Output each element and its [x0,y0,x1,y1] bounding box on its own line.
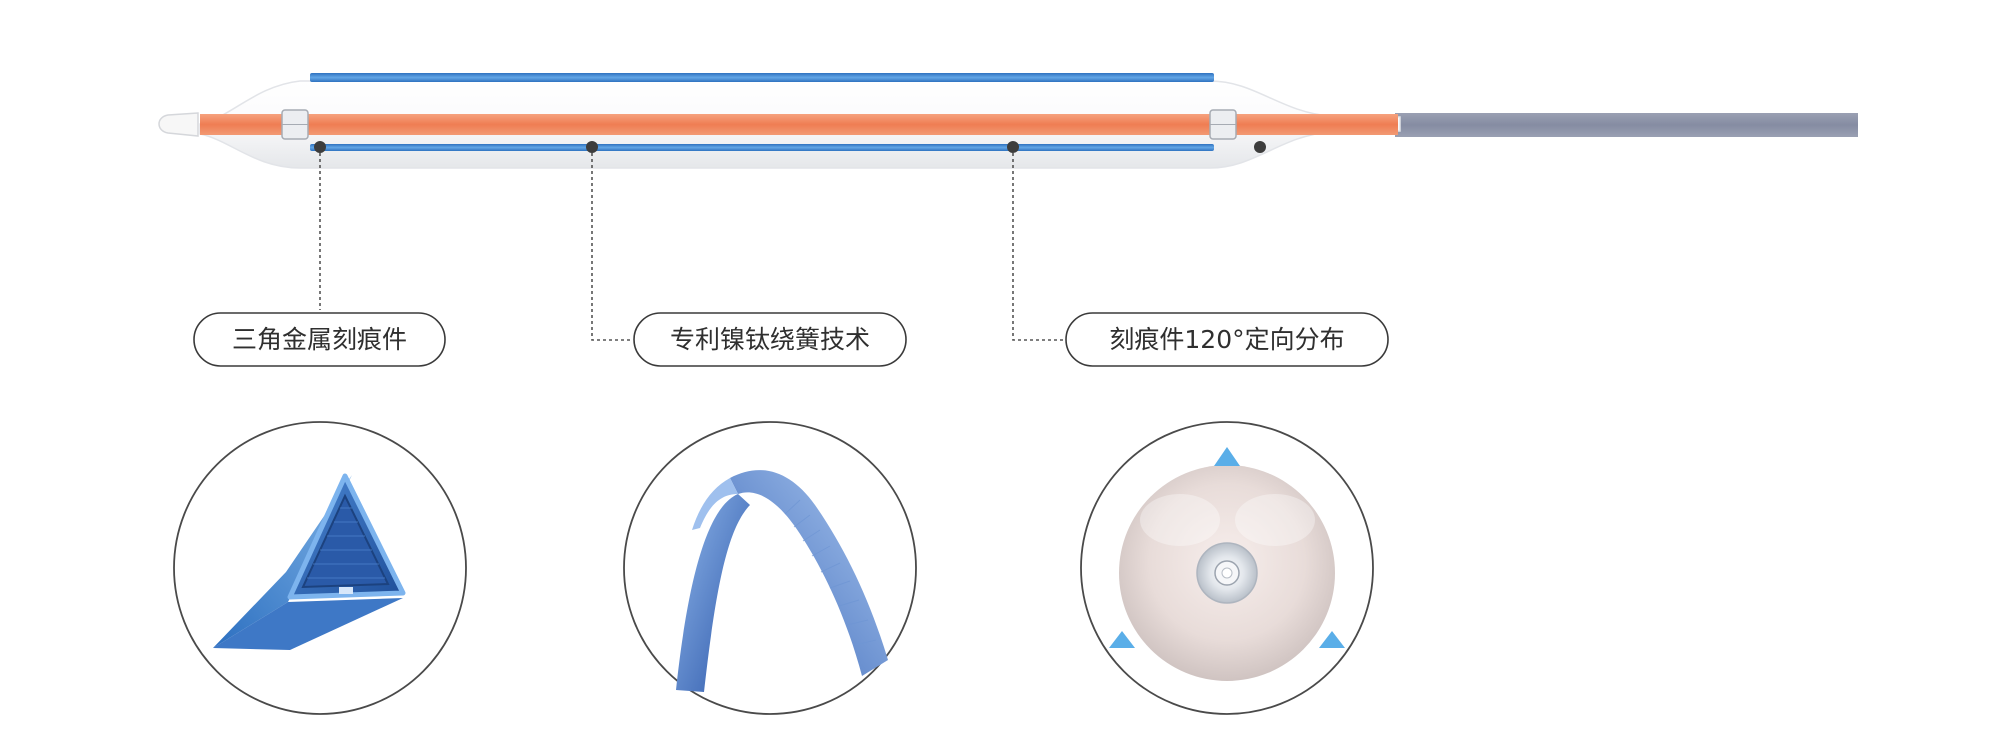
label-text-3: 刻痕件120°定向分布 [1109,325,1344,354]
triangle-marker-right [1319,631,1345,648]
marker-dot [1254,141,1266,153]
detail-circle-1 [173,421,467,715]
label-nitinol-spring: 专利镍钛绕簧技术 [633,312,907,367]
label-scoring-120: 刻痕件120°定向分布 [1065,312,1389,367]
triangle-prism-icon [213,473,406,650]
scoring-wire-top [310,73,1214,82]
label-text-2: 专利镍钛绕簧技术 [670,325,870,354]
detail-circle-3 [1080,421,1374,715]
triangle-marker-left [1109,631,1135,648]
callout-line-3 [1012,147,1064,341]
scoring-wire-bottom [310,144,1214,151]
label-triangle-metal-scoring: 三角金属刻痕件 [193,312,446,367]
label-text-1: 三角金属刻痕件 [232,325,407,354]
callout-lines [319,147,1064,341]
detail-circle-2 [623,421,917,715]
balloon-cross-section-icon [1119,465,1335,681]
scoring-triangle-markers [1109,447,1345,648]
catheter-assembly [158,73,1858,169]
catheter-tip [158,112,199,137]
triangle-marker-top [1214,447,1240,466]
catheter-shaft [1395,113,1858,137]
callout-dots [314,141,1019,153]
coil-strip-icon [676,470,888,692]
callout-line-2 [591,147,632,341]
inner-catheter [200,114,1398,135]
